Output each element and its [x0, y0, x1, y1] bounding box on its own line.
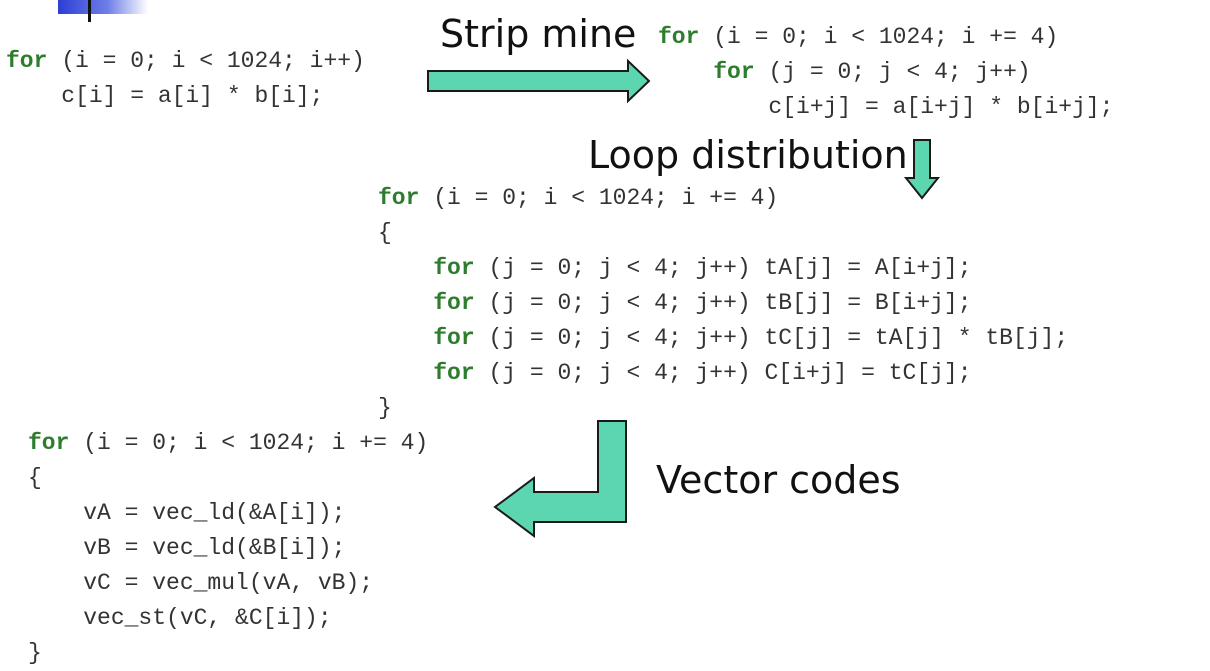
code-text: (j = 0; j < 4; j++) C[i+j] = tC[j]; [474, 360, 972, 386]
code-keyword: for [433, 255, 475, 281]
code-text: (i = 0; i < 1024; i++) [47, 48, 365, 74]
code-indent [378, 360, 433, 386]
code-keyword: for [658, 24, 700, 50]
code-line: for (j = 0; j < 4; j++) tC[j] = tA[j] * … [378, 321, 1068, 356]
code-text: (i = 0; i < 1024; i += 4) [69, 430, 429, 456]
code-text: } [378, 395, 392, 421]
code-line: vB = vec_ld(&B[i]); [28, 531, 428, 566]
code-block-distributed: for (i = 0; i < 1024; i += 4) { for (j = … [378, 181, 1068, 426]
code-block-original: for (i = 0; i < 1024; i++) c[i] = a[i] *… [6, 44, 365, 114]
code-block-vectorized: for (i = 0; i < 1024; i += 4) { vA = vec_… [28, 426, 428, 671]
code-line: } [28, 636, 428, 671]
code-line: for (j = 0; j < 4; j++) tB[j] = B[i+j]; [378, 286, 1068, 321]
code-keyword: for [6, 48, 48, 74]
code-keyword: for [433, 360, 475, 386]
code-line: vec_st(vC, &C[i]); [28, 601, 428, 636]
code-text: vB = vec_ld(&B[i]); [28, 535, 346, 561]
code-line: for (i = 0; i < 1024; i++) [6, 44, 365, 79]
code-text: c[i] = a[i] * b[i]; [6, 83, 324, 109]
code-line: for (i = 0; i < 1024; i += 4) [378, 181, 1068, 216]
code-line: c[i+j] = a[i+j] * b[i+j]; [658, 90, 1113, 125]
caption-loop-distribution: Loop distribution [588, 133, 908, 177]
code-text: (j = 0; j < 4; j++) tC[j] = tA[j] * tB[j… [474, 325, 1069, 351]
code-line: } [378, 391, 1068, 426]
caption-strip-mine: Strip mine [440, 12, 637, 56]
code-keyword: for [433, 325, 475, 351]
code-keyword: for [713, 59, 755, 85]
code-keyword: for [28, 430, 70, 456]
code-keyword: for [433, 290, 475, 316]
code-text: { [378, 220, 392, 246]
code-indent [378, 325, 433, 351]
code-line: { [378, 216, 1068, 251]
slide-logo [58, 0, 148, 22]
code-text: (j = 0; j < 4; j++) tB[j] = B[i+j]; [474, 290, 972, 316]
code-text: (i = 0; i < 1024; i += 4) [699, 24, 1059, 50]
code-indent [378, 255, 433, 281]
right-arrow-icon [427, 58, 651, 104]
code-line: for (i = 0; i < 1024; i += 4) [658, 20, 1113, 55]
down-arrow-icon [903, 139, 941, 200]
code-text: vC = vec_mul(vA, vB); [28, 570, 374, 596]
code-line: for (j = 0; j < 4; j++) C[i+j] = tC[j]; [378, 356, 1068, 391]
code-line: for (j = 0; j < 4; j++) [658, 55, 1113, 90]
code-line: { [28, 461, 428, 496]
code-text: (j = 0; j < 4; j++) [754, 59, 1031, 85]
code-text: } [28, 640, 42, 666]
code-line: vC = vec_mul(vA, vB); [28, 566, 428, 601]
code-text: (i = 0; i < 1024; i += 4) [419, 185, 779, 211]
code-text: (j = 0; j < 4; j++) tA[j] = A[i+j]; [474, 255, 972, 281]
code-text: { [28, 465, 42, 491]
code-line: c[i] = a[i] * b[i]; [6, 79, 365, 114]
code-text: vec_st(vC, &C[i]); [28, 605, 332, 631]
code-text: c[i+j] = a[i+j] * b[i+j]; [658, 94, 1114, 120]
code-line: for (i = 0; i < 1024; i += 4) [28, 426, 428, 461]
code-line: vA = vec_ld(&A[i]); [28, 496, 428, 531]
code-keyword: for [378, 185, 420, 211]
code-indent [658, 59, 713, 85]
caption-vector-codes: Vector codes [656, 458, 901, 502]
code-text: vA = vec_ld(&A[i]); [28, 500, 346, 526]
code-indent [378, 290, 433, 316]
code-line: for (j = 0; j < 4; j++) tA[j] = A[i+j]; [378, 251, 1068, 286]
code-block-strip-mined: for (i = 0; i < 1024; i += 4) for (j = 0… [658, 20, 1113, 125]
bent-arrow-icon [493, 420, 627, 538]
